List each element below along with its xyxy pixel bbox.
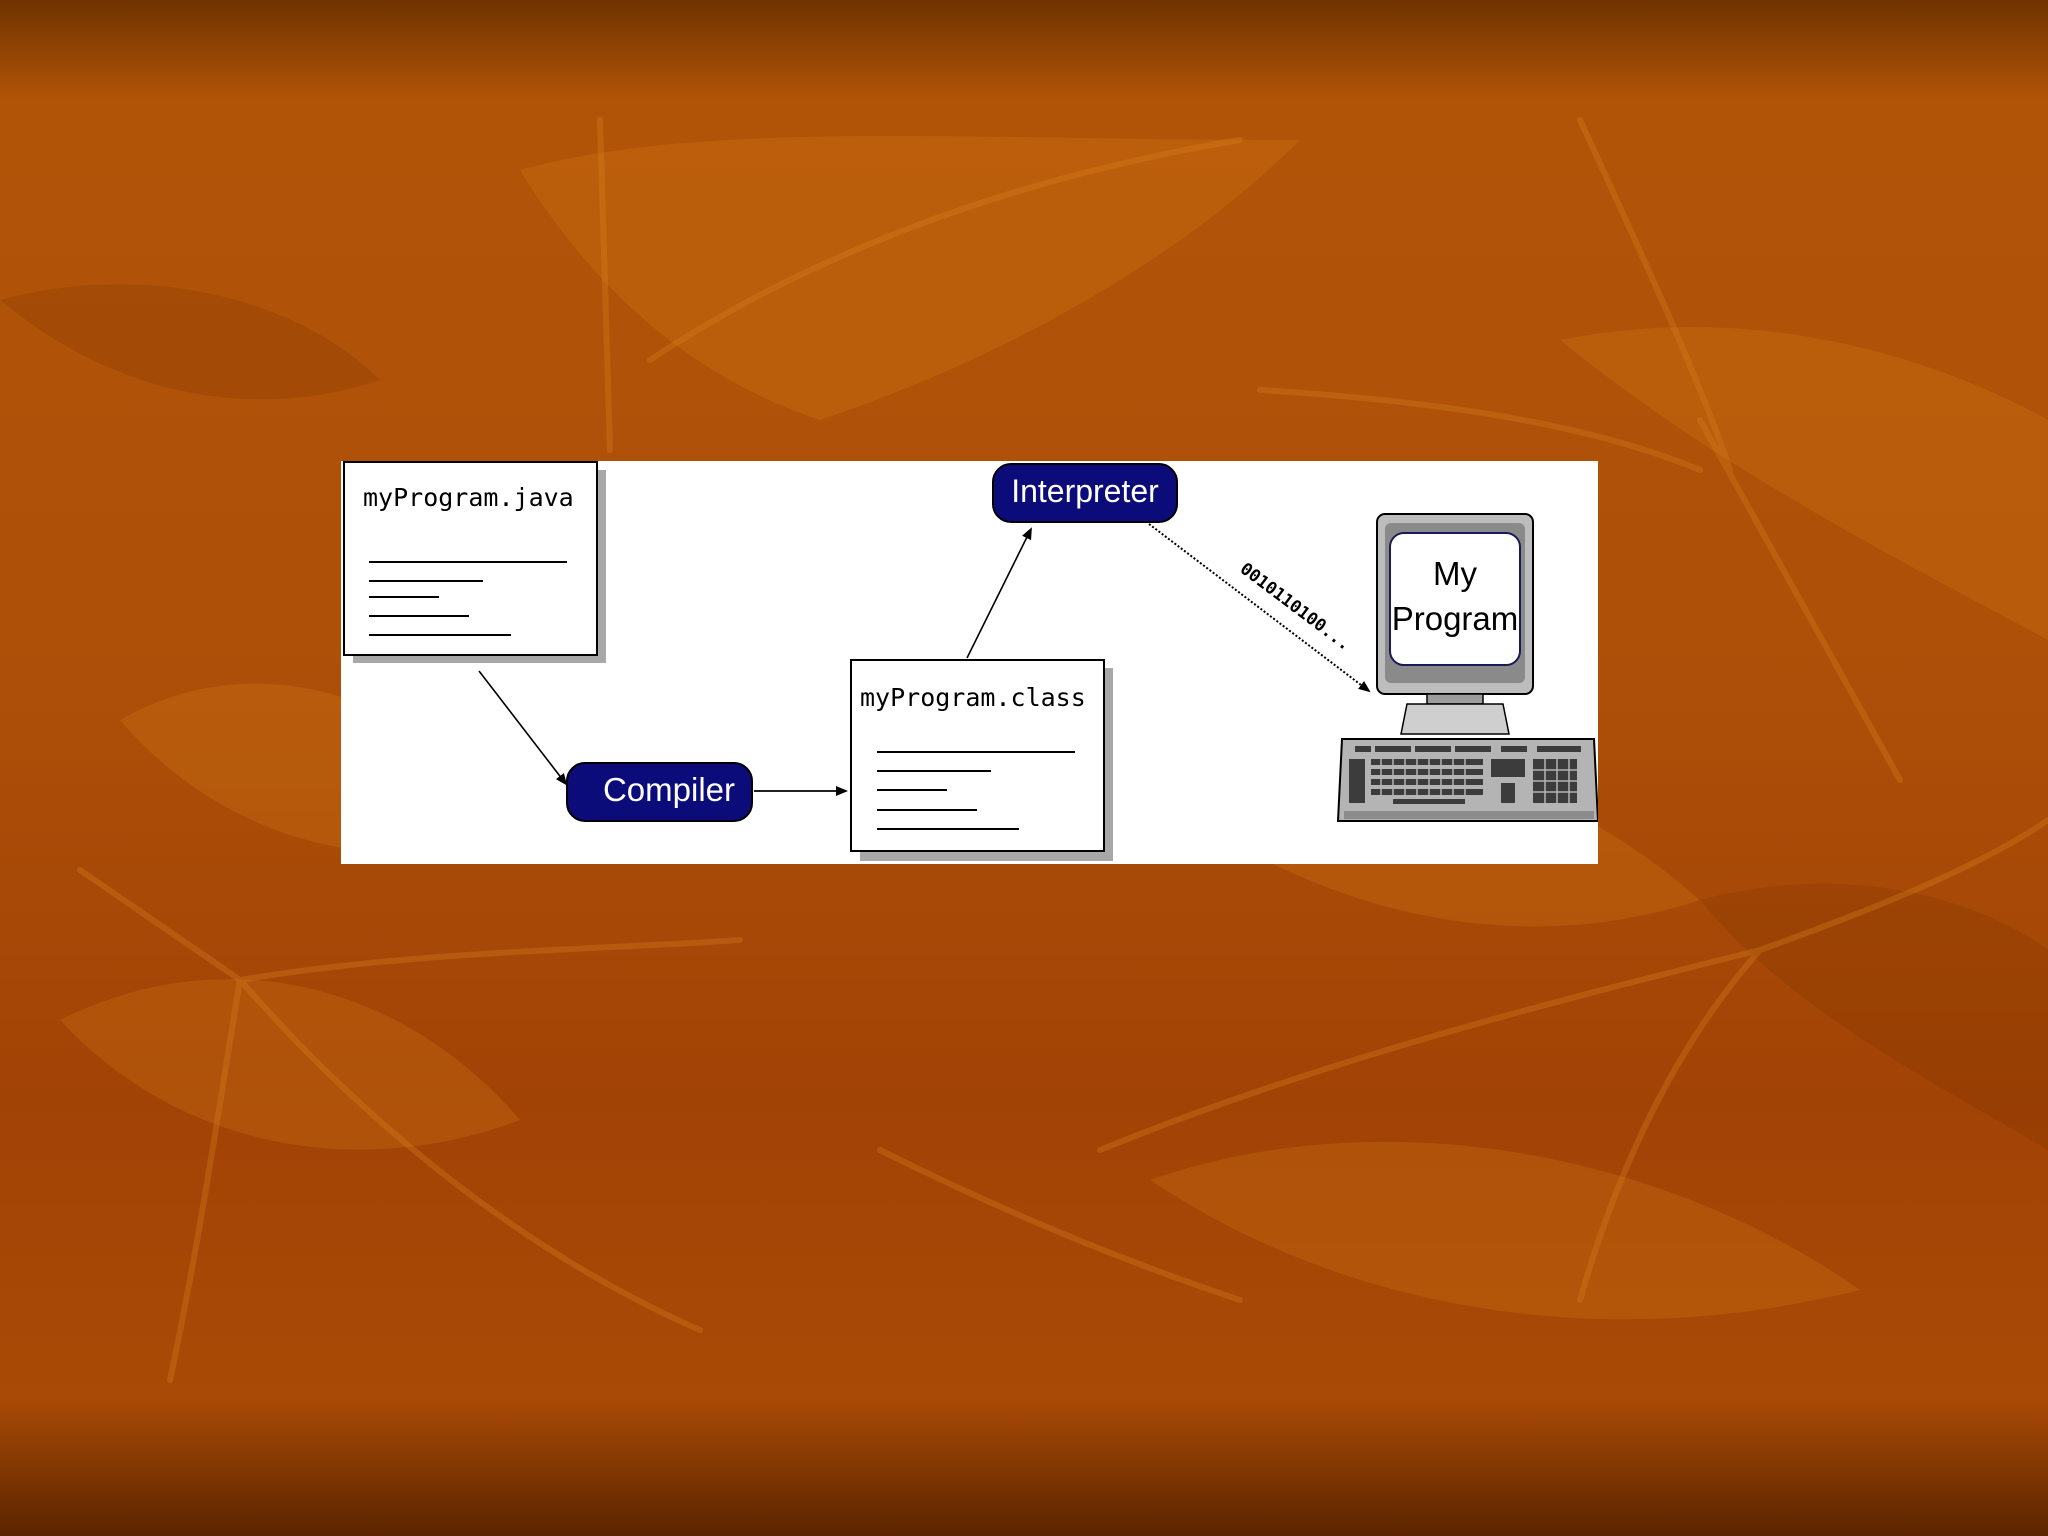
class-file-name: myProgram.class [860,683,1086,712]
screen-text-line1: My [1433,555,1477,592]
compiler-label: Compiler [603,771,735,808]
arrow-interpreter-to-computer [1149,524,1369,691]
computer-icon: My Program [1338,514,1598,821]
source-file-name: myProgram.java [363,483,574,512]
arrow-source-to-compiler [479,671,566,784]
bytecode-stream-label: 0010110100... [1236,559,1354,655]
screen-text-line2: Program [1392,600,1519,637]
keyboard [1338,739,1598,821]
arrow-class-to-interpreter [967,529,1031,658]
compiler-node: Compiler [567,763,752,821]
monitor-screen [1390,533,1520,665]
source-file-document: myProgram.java [344,462,606,663]
class-file-document: myProgram.class [851,660,1113,861]
interpreter-node: Interpreter [993,464,1177,522]
java-compilation-diagram: myProgram.java Compiler myProgram.class [341,461,1598,864]
interpreter-label: Interpreter [1011,473,1159,509]
